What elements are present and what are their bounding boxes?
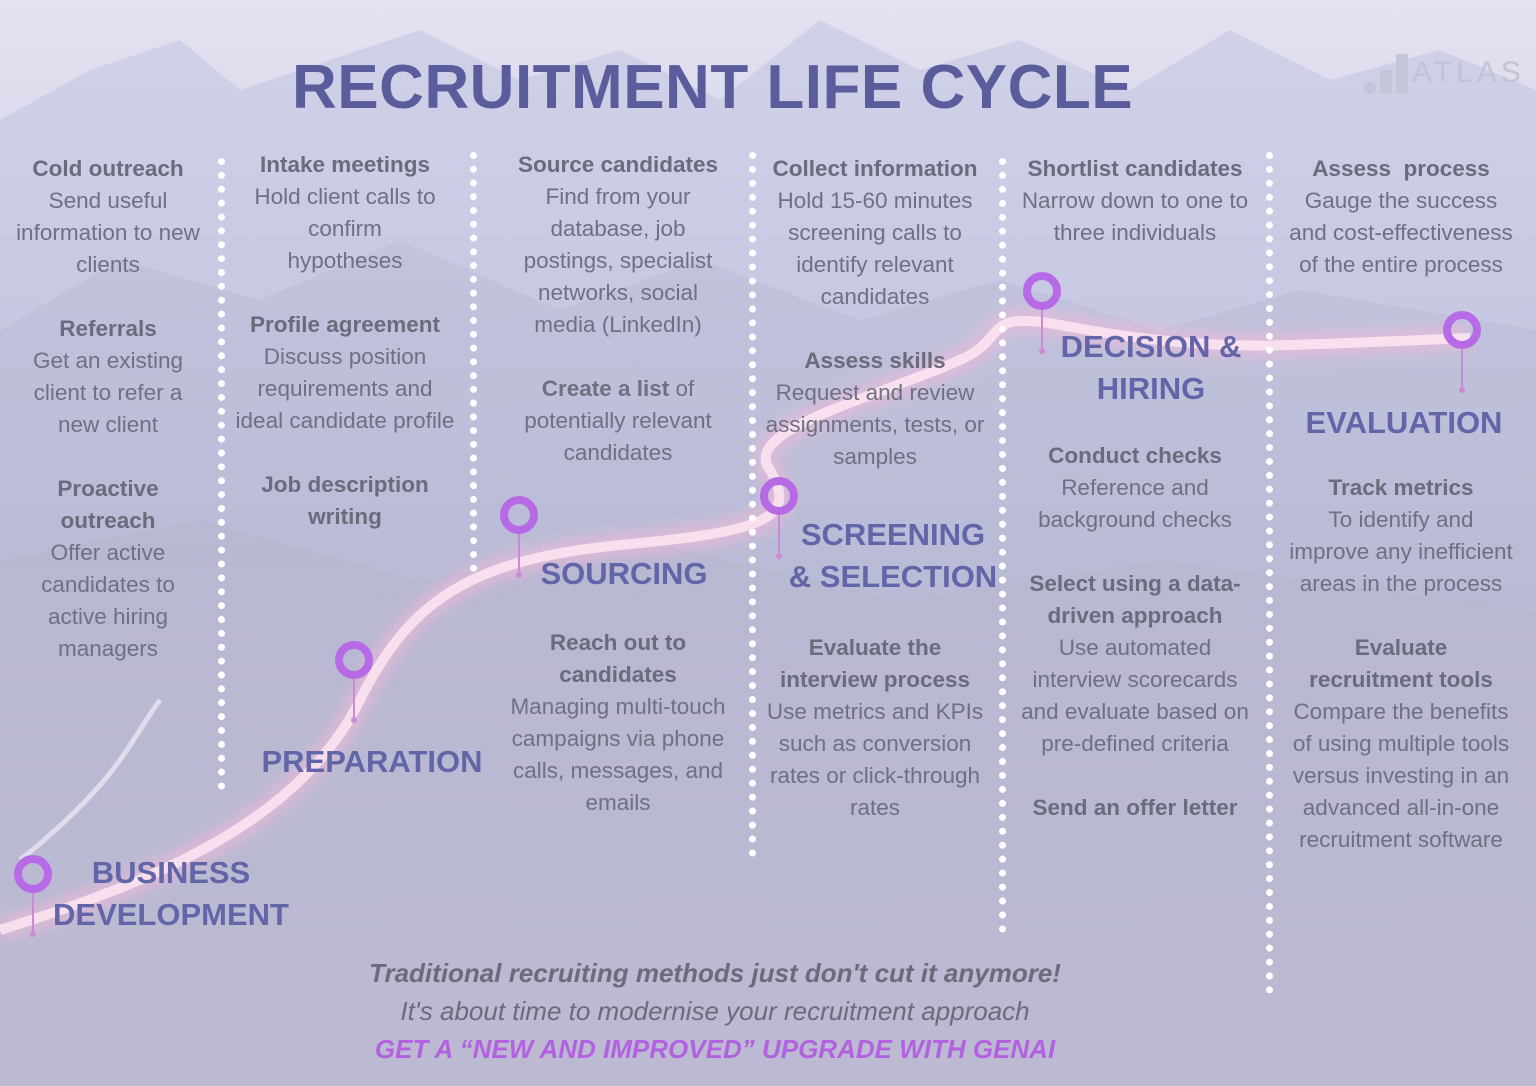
preparation-column: Intake meetings Hold client calls to con…: [234, 149, 456, 533]
sourcing-column-top: Source candidates Find from your databas…: [496, 149, 740, 469]
stage-label-preparation: PREPARATION: [256, 741, 488, 783]
item-body: Narrow down to one to three individuals: [1021, 188, 1249, 245]
screening-column-top: Collect information Hold 15-60 minutes s…: [760, 153, 990, 473]
stage-label-line: HIRING: [1096, 371, 1206, 406]
item-body: Compare the benefits of using multiple t…: [1292, 699, 1510, 852]
item-heading: Source candidates: [517, 152, 719, 177]
location-pin-icon: [1023, 272, 1061, 354]
business-development-column: Cold outreach Send useful information to…: [10, 153, 206, 665]
logo-text: ATLAS: [1412, 56, 1525, 89]
stage-label-line: PREPARATION: [261, 744, 483, 779]
item-body: To identify and improve any inefficient …: [1289, 507, 1513, 596]
item-body: Get an existing client to refer a new cl…: [32, 348, 184, 437]
evaluation-column-top: Assess process Gauge the success and cos…: [1286, 153, 1516, 281]
item-body: Gauge the success and cost-effectiveness…: [1289, 188, 1513, 277]
item-body: Reference and background checks: [1038, 475, 1232, 532]
item-heading: Select using a data-driven approach: [1029, 571, 1241, 628]
item-body: Request and review assignments, tests, o…: [765, 380, 985, 469]
item-heading: Reach out to candidates: [549, 630, 687, 687]
item-heading: Assess skills: [804, 348, 946, 373]
evaluation-column-bottom: Track metrics To identify and improve an…: [1286, 472, 1516, 856]
footer-cta: GET A “NEW AND IMPROVED” UPGRADE WITH GE…: [374, 1034, 1056, 1064]
stage-label-evaluation: EVALUATION: [1294, 402, 1514, 444]
stage-label-line: DEVELOPMENT: [53, 897, 289, 932]
item-heading: Cold outreach: [32, 156, 184, 181]
item-body: Send useful information to new clients: [16, 188, 200, 277]
item-heading: Referrals: [59, 316, 157, 341]
page-title: RECRUITMENT LIFE CYCLE: [292, 53, 1134, 122]
item-body: Hold 15-60 minutes screening calls to id…: [777, 188, 973, 309]
item-heading: Profile agreement: [249, 312, 441, 337]
item-heading: Evaluate recruitment tools: [1309, 635, 1493, 692]
item-heading: Evaluate the interview process: [779, 635, 971, 692]
item-heading: Assess process: [1312, 156, 1490, 181]
create-list-text: Create a list of potentially relevant ca…: [496, 373, 740, 469]
item-heading: Shortlist candidates: [1027, 156, 1243, 181]
stage-label-line: & SELECTION: [788, 559, 998, 594]
stage-label-line: BUSINESS: [91, 855, 251, 890]
bar-chart-logo-icon: [1364, 54, 1408, 94]
location-pin-icon: [1443, 311, 1481, 393]
decision-column-top: Shortlist candidates Narrow down to one …: [1012, 153, 1258, 249]
sourcing-column-bottom: Reach out to candidates Managing multi-t…: [494, 627, 742, 819]
item-heading: Conduct checks: [1048, 443, 1222, 468]
item-body: Hold client calls to confirm hypotheses: [254, 184, 436, 273]
stage-label-line: SOURCING: [540, 556, 708, 591]
decision-column-bottom: Conduct checks Reference and background …: [1012, 440, 1258, 824]
item-heading: Proactive outreach: [57, 476, 159, 533]
item-heading: Intake meetings: [259, 152, 431, 177]
column-divider: [1266, 152, 1273, 994]
stage-label-line: DECISION &: [1060, 329, 1242, 364]
stage-label-sourcing: SOURCING: [532, 553, 716, 595]
item-body: Use automated interview scorecards and e…: [1021, 635, 1249, 756]
item-heading: Job description writing: [261, 472, 429, 529]
item-body: Managing multi-touch campaigns via phone…: [510, 694, 726, 815]
item-body: Use metrics and KPIs such as conversion …: [766, 699, 984, 820]
column-divider: [999, 158, 1006, 933]
location-pin-icon: [760, 477, 798, 559]
stage-label-business-development: BUSINESS DEVELOPMENT: [46, 852, 296, 936]
column-divider: [749, 152, 756, 857]
item-heading: Track metrics: [1328, 475, 1474, 500]
location-pin-icon: [14, 855, 52, 937]
create-list-rest: of potentially relevant candidates: [524, 376, 712, 465]
screening-column-bottom: Evaluate the interview process Use metri…: [760, 632, 990, 824]
stage-label-line: EVALUATION: [1305, 405, 1503, 440]
column-divider: [218, 158, 225, 790]
stage-label-screening: SCREENING & SELECTION: [780, 514, 1006, 598]
footer-headline: Traditional recruiting methods just don'…: [369, 958, 1061, 988]
column-divider: [470, 152, 477, 572]
create-list-bold: Create a list: [541, 376, 670, 401]
item-body: Find from your database, job postings, s…: [523, 184, 713, 337]
item-body: Offer active candidates to active hiring…: [41, 540, 175, 661]
item-body: Discuss position requirements and ideal …: [235, 344, 455, 433]
stage-label-line: SCREENING: [800, 517, 986, 552]
item-heading: Send an offer letter: [1032, 795, 1238, 820]
stage-label-decision: DECISION & HIRING: [1048, 326, 1254, 410]
location-pin-icon: [500, 496, 538, 578]
location-pin-icon: [335, 641, 373, 723]
footer-subline: It's about time to modernise your recrui…: [400, 996, 1030, 1026]
item-heading: Collect information: [772, 156, 978, 181]
